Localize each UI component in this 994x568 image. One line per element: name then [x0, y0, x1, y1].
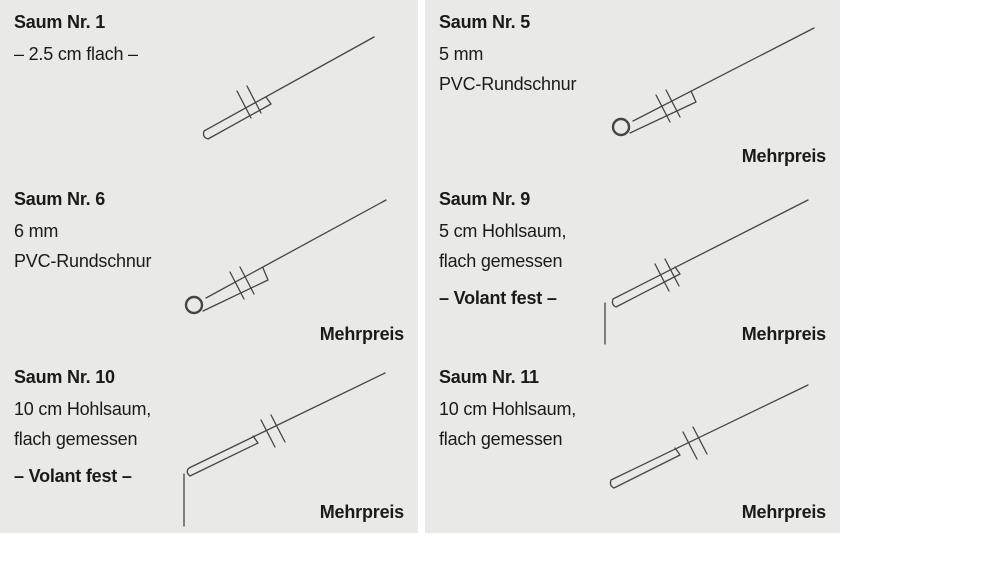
- hem-option-saum-6: Saum Nr. 6 6 mm PVC-Rundschnur Mehrpreis: [0, 177, 418, 355]
- hem-option-desc-line: flach gemessen: [14, 429, 138, 450]
- surcharge-label: Mehrpreis: [741, 324, 826, 345]
- hem-option-saum-1: Saum Nr. 1 – 2.5 cm flach –: [0, 0, 418, 177]
- hem-option-desc-line: PVC-Rundschnur: [14, 251, 152, 272]
- surcharge-label: Mehrpreis: [741, 146, 826, 167]
- volant-note: – Volant fest –: [439, 288, 557, 309]
- surcharge-label: Mehrpreis: [319, 502, 404, 523]
- hem-option-saum-10: Saum Nr. 10 10 cm Hohlsaum, flach gemess…: [0, 355, 418, 533]
- hem-option-title: Saum Nr. 6: [14, 189, 106, 209]
- hem-option-desc-line: 6 mm: [14, 220, 59, 241]
- hem-option-saum-9: Saum Nr. 9 5 cm Hohlsaum, flach gemessen…: [425, 177, 840, 355]
- hem-option-title: Saum Nr. 10: [14, 367, 115, 387]
- hem-option-saum-11: Saum Nr. 11 10 cm Hohlsaum, flach gemess…: [425, 355, 840, 533]
- hem-option-desc-line: PVC-Rundschnur: [439, 74, 577, 95]
- hem-option-desc-line: 5 mm: [439, 43, 484, 64]
- hem-option-title: Saum Nr. 9: [439, 189, 531, 209]
- hem-option-desc-line: flach gemessen: [439, 251, 563, 272]
- hem-option-desc-line: 5 cm Hohlsaum,: [439, 220, 567, 241]
- hem-option-desc-line: flach gemessen: [439, 429, 563, 450]
- hem-option-desc-line: – 2.5 cm flach –: [14, 43, 138, 64]
- hem-option-title: Saum Nr. 1: [14, 12, 106, 32]
- hem-option-title: Saum Nr. 11: [439, 367, 539, 387]
- hem-option-desc-line: 10 cm Hohlsaum,: [439, 398, 577, 419]
- hem-option-desc-line: 10 cm Hohlsaum,: [14, 398, 152, 419]
- volant-note: – Volant fest –: [14, 466, 132, 487]
- surcharge-label: Mehrpreis: [319, 324, 404, 345]
- surcharge-label: Mehrpreis: [741, 502, 826, 523]
- hem-option-saum-5: Saum Nr. 5 5 mm PVC-Rundschnur Mehrpreis: [425, 0, 840, 177]
- hem-option-title: Saum Nr. 5: [439, 12, 531, 32]
